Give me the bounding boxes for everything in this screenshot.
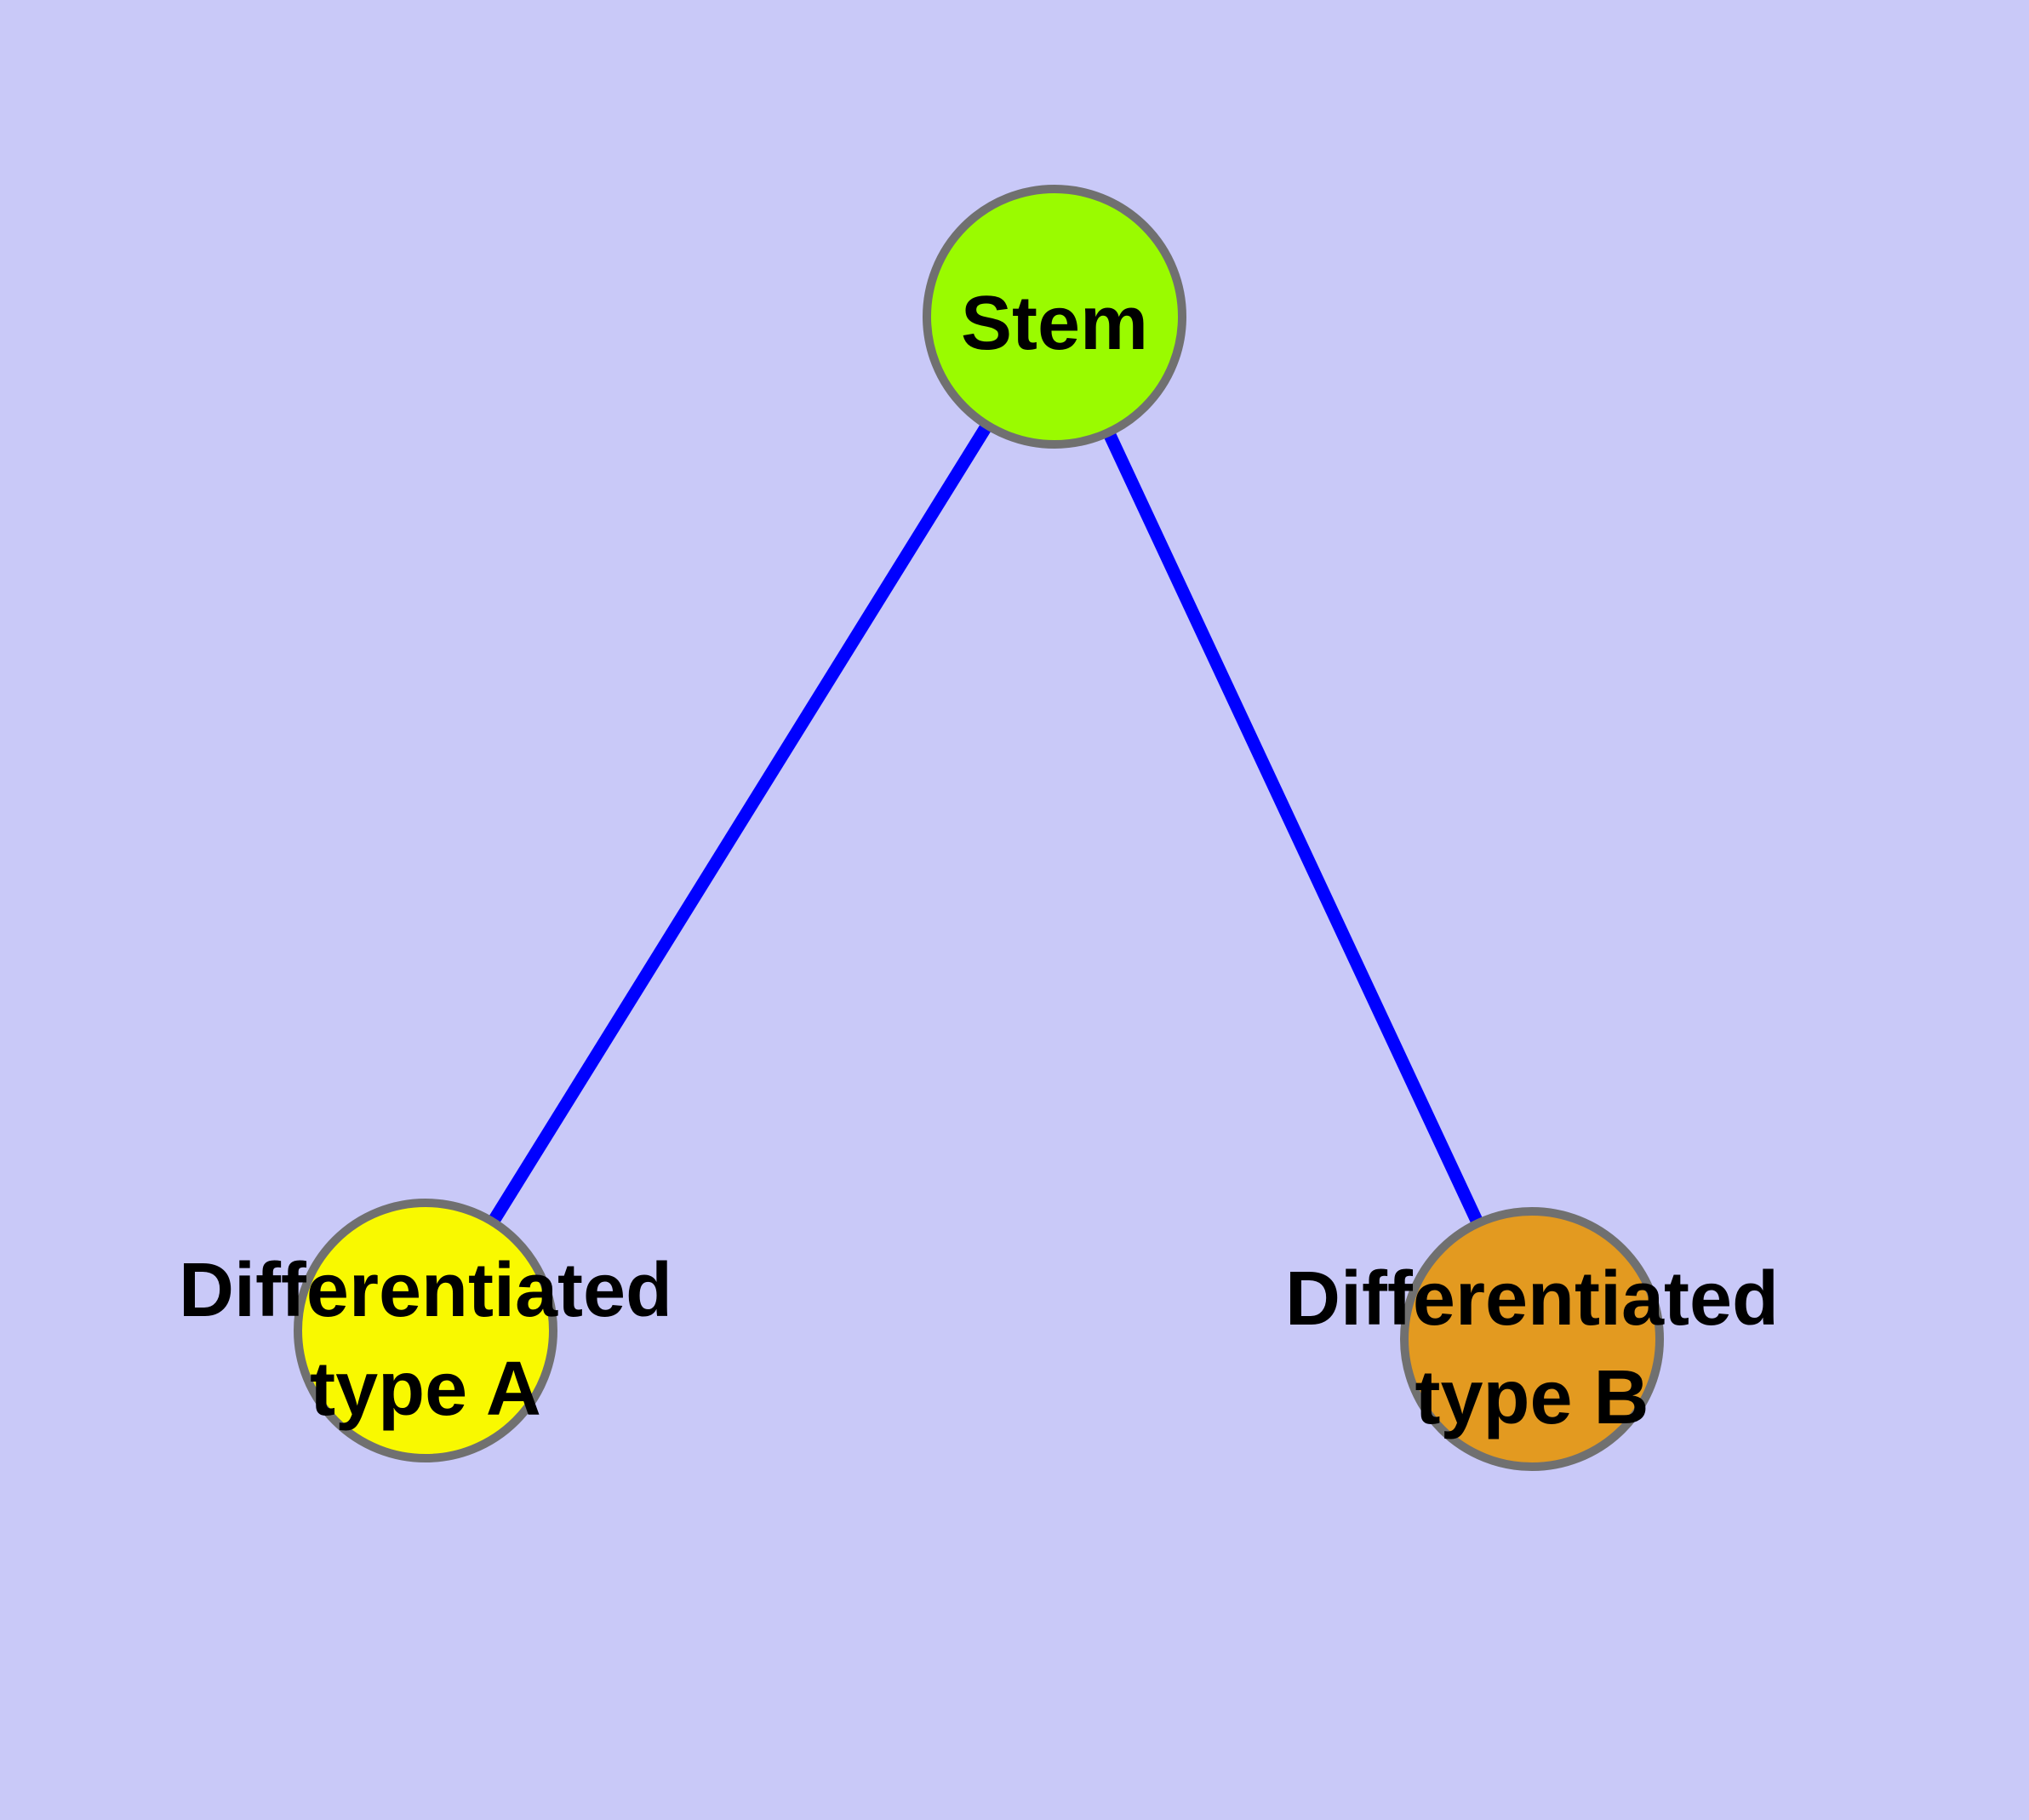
- node-stem-circle: [923, 185, 1186, 449]
- node-differentiated-type-a-label-line1: Differentiated: [179, 1248, 672, 1333]
- node-stem-label: Stem: [961, 281, 1148, 366]
- node-differentiated-type-b-label-line1: Differentiated: [1285, 1256, 1779, 1342]
- node-differentiated-type-a-label-line2: type A: [310, 1347, 541, 1432]
- node-differentiated-type-b-circle: [1400, 1207, 1664, 1471]
- edge-stem-to-type-a: [420, 313, 1060, 1334]
- node-differentiated-type-b-label-line2: type B: [1415, 1355, 1649, 1440]
- edge-stem-to-type-b: [1049, 313, 1538, 1342]
- node-differentiated-type-a-circle: [294, 1199, 557, 1462]
